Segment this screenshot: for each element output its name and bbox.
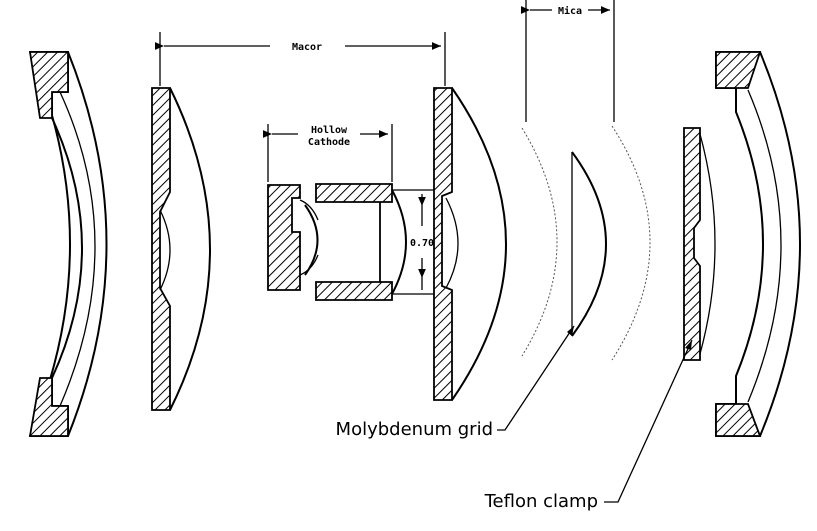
diameter-dimension: 0.70 [410, 194, 434, 290]
retaining-plate [683, 127, 716, 361]
right-teflon-clamp [715, 51, 801, 437]
mica-sheet-left [521, 127, 558, 357]
right-macor-disk [433, 87, 507, 401]
molybdenum-grid-part [571, 151, 607, 337]
mica-label: Mica [558, 5, 582, 17]
hollow-cathode-assembly [267, 183, 434, 301]
macor-dimension: Macor [154, 32, 446, 86]
macor-label: Macor [292, 42, 322, 53]
cathode-label: Cathode [308, 137, 350, 148]
teflon-clamp-label: Teflon clamp [484, 491, 598, 512]
molybdenum-grid-callout: Molybdenum grid [336, 325, 575, 440]
dimension-070-label: 0.70 [410, 238, 434, 249]
mica-sheet-right [611, 125, 651, 361]
molybdenum-grid-label: Molybdenum grid [336, 419, 493, 440]
hollow-cathode-dimension: Hollow Cathode [262, 124, 393, 182]
left-macor-disk [151, 87, 211, 411]
teflon-clamp-callout: Teflon clamp [484, 339, 693, 512]
left-teflon-clamp [28, 51, 108, 437]
mica-dimension: Mica [520, 0, 615, 122]
hollow-label: Hollow [311, 125, 348, 136]
